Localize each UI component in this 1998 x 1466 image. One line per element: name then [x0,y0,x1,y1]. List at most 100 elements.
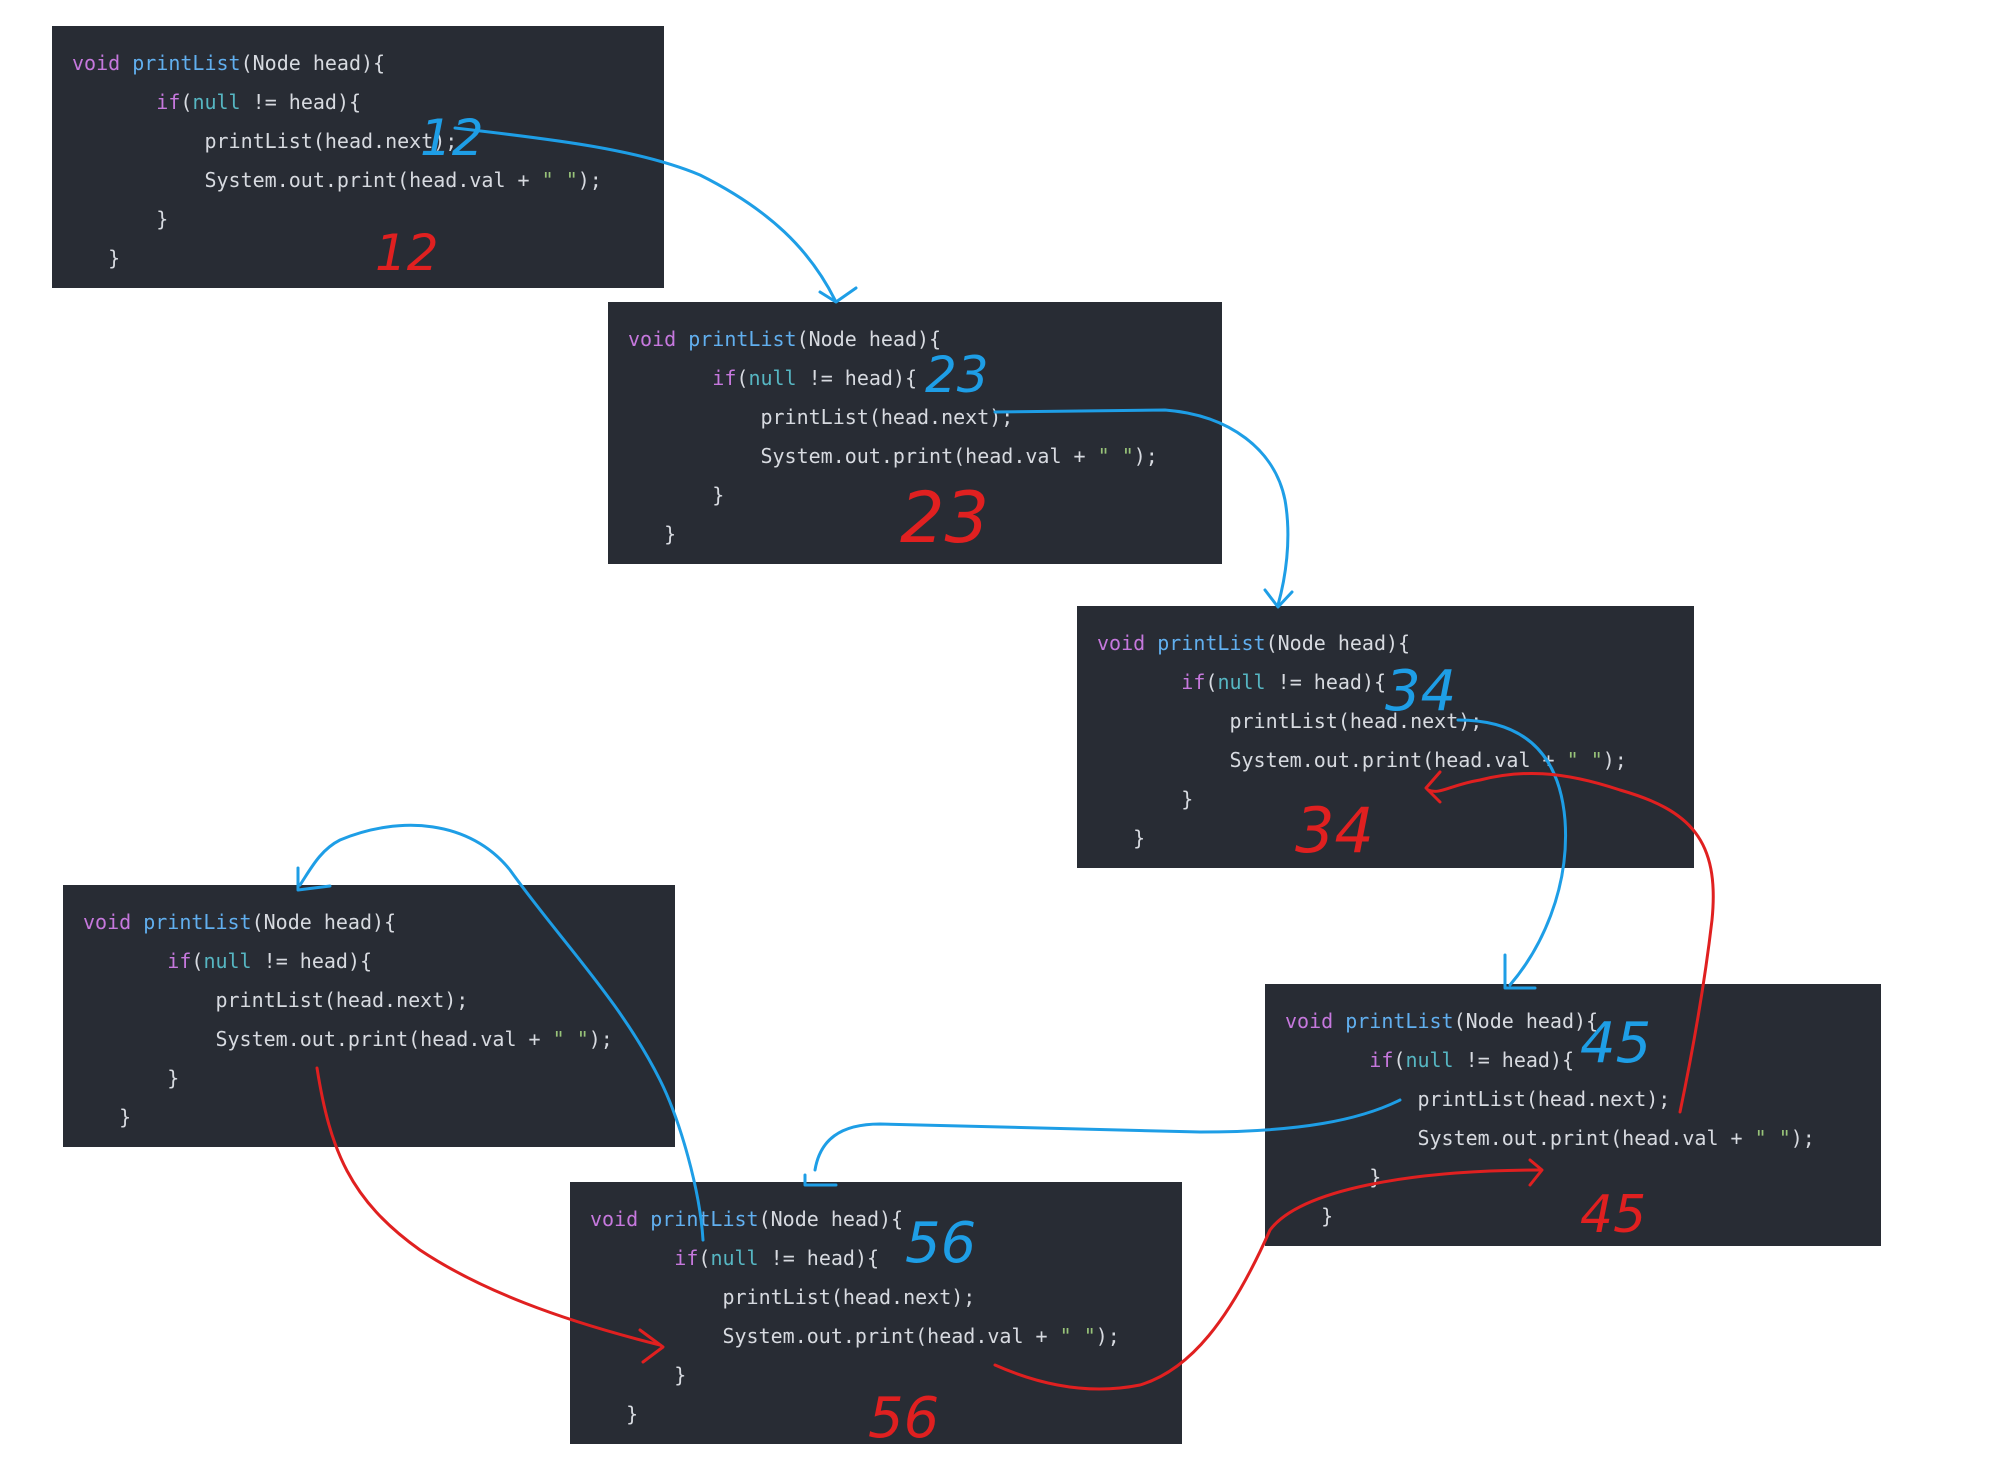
code-line-6: } [590,1395,1182,1434]
code-line-4: System.out.print(head.val + " "); [83,1020,675,1059]
code-token: System.out.print(head.val + [760,444,1098,468]
code-token: null [1405,1048,1454,1072]
code-token: ( [191,949,204,973]
code-token: } [674,1363,687,1387]
code-token: printList(head.next); [1417,1087,1671,1111]
code-token: ( [736,366,749,390]
code-line-4: System.out.print(head.val + " "); [72,161,664,200]
code-line-5: } [590,1356,1182,1395]
code-line-6: } [1097,819,1694,858]
code-line-5: } [72,200,664,239]
code-token: != head){ [796,366,918,390]
code-token: void [83,910,144,934]
code-token: ); [577,168,602,192]
code-line-1: void printList(Node head){ [1285,1002,1881,1041]
code-token: != head){ [240,90,362,114]
code-panel-3: void printList(Node head){ if(null != he… [1077,606,1694,868]
code-token: (Node head){ [796,327,942,351]
code-token: void [628,327,689,351]
code-line-5: } [83,1059,675,1098]
code-token: printList(head.next); [1229,709,1483,733]
code-token: != head){ [758,1246,880,1270]
code-token: printList [1345,1009,1454,1033]
code-token: printList [650,1207,759,1231]
call-arrow-1-head [818,286,858,304]
code-line-5: } [1285,1158,1881,1197]
code-line-2: if(null != head){ [590,1239,1182,1278]
code-token: void [590,1207,651,1231]
code-line-1: void printList(Node head){ [83,903,675,942]
code-token: ( [180,90,193,114]
code-line-3: printList(head.next); [590,1278,1182,1317]
code-line-2: if(null != head){ [1097,663,1694,702]
code-token: != head){ [1453,1048,1575,1072]
code-line-5: } [628,476,1222,515]
code-token: printList [1157,631,1266,655]
code-line-4: System.out.print(head.val + " "); [590,1317,1182,1356]
code-line-4: System.out.print(head.val + " "); [1097,741,1694,780]
code-token: if [712,366,737,390]
code-token: if [1181,670,1206,694]
code-token: } [664,522,677,546]
code-token: ( [1393,1048,1406,1072]
code-panel-6: void printList(Node head){ if(null != he… [570,1182,1182,1444]
code-line-1: void printList(Node head){ [72,44,664,83]
code-line-1: void printList(Node head){ [590,1200,1182,1239]
code-token: " " [552,1027,589,1051]
code-token: void [1285,1009,1346,1033]
code-token: null [192,90,241,114]
code-token: } [108,246,121,270]
code-token: } [1181,787,1194,811]
code-token: (Node head){ [1453,1009,1599,1033]
code-token: (Node head){ [1265,631,1411,655]
call-arrow-2-head [1263,588,1294,609]
code-token: ( [698,1246,711,1270]
code-token: } [1369,1165,1382,1189]
code-line-5: } [1097,780,1694,819]
code-line-1: void printList(Node head){ [628,320,1222,359]
code-token: if [156,90,181,114]
code-token: printList(head.next); [204,129,458,153]
code-token: if [674,1246,699,1270]
code-line-3: printList(head.next); [1285,1080,1881,1119]
code-token: printList(head.next); [722,1285,976,1309]
code-token: != head){ [251,949,373,973]
code-token: ); [1790,1126,1815,1150]
code-panel-1: void printList(Node head){ if(null != he… [52,26,664,288]
code-token: " " [1059,1324,1096,1348]
code-token: (Node head){ [251,910,397,934]
code-line-6: } [72,239,664,278]
code-token: printList [143,910,252,934]
code-token: ); [1133,444,1158,468]
code-line-3: printList(head.next); [72,122,664,161]
code-token: printList [132,51,241,75]
code-line-2: if(null != head){ [1285,1041,1881,1080]
code-panel-2: void printList(Node head){ if(null != he… [608,302,1222,564]
code-line-2: if(null != head){ [83,942,675,981]
code-token: System.out.print(head.val + [204,168,542,192]
code-line-6: } [1285,1197,1881,1236]
code-token: ); [588,1027,613,1051]
code-line-6: } [628,515,1222,554]
code-line-1: void printList(Node head){ [1097,624,1694,663]
code-token: ); [1602,748,1627,772]
code-token: ); [1095,1324,1120,1348]
code-token: " " [1097,444,1134,468]
code-line-3: printList(head.next); [1097,702,1694,741]
code-token: } [1133,826,1146,850]
code-token: printList [688,327,797,351]
code-panel-4: void printList(Node head){ if(null != he… [63,885,675,1147]
code-token: != head){ [1265,670,1387,694]
code-token: null [748,366,797,390]
code-token: System.out.print(head.val + [215,1027,553,1051]
code-token: } [1321,1204,1334,1228]
code-token: null [710,1246,759,1270]
code-token: void [72,51,133,75]
code-panel-5: void printList(Node head){ if(null != he… [1265,984,1881,1246]
code-token: ( [1205,670,1218,694]
code-line-4: System.out.print(head.val + " "); [1285,1119,1881,1158]
code-line-6: } [83,1098,675,1137]
code-token: System.out.print(head.val + [1417,1126,1755,1150]
code-token: printList(head.next); [760,405,1014,429]
code-token: " " [1754,1126,1791,1150]
